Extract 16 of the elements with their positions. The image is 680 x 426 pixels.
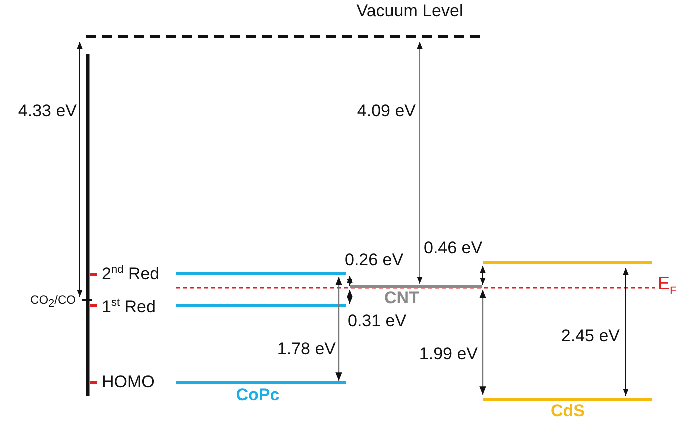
material-label: CdS: [551, 402, 585, 422]
energy-value: 0.46 eV: [424, 240, 483, 258]
energy-value: 0.26 eV: [345, 252, 404, 270]
energy-value: 1.99 eV: [419, 346, 478, 364]
material-label: CNT: [384, 290, 420, 308]
level-label: HOMO: [102, 374, 155, 392]
energy-value: 4.33 eV: [18, 102, 77, 122]
energy-value: 4.09 eV: [357, 102, 416, 122]
energy-value: 1.78 eV: [277, 340, 336, 360]
energy-value: 2.45 eV: [561, 328, 620, 346]
level-label: 2$^{nd}$ Red: [102, 264, 160, 284]
fermi-level-label: E$_{F}$: [658, 274, 677, 298]
level-label: 1$^{st}$ Red: [102, 296, 156, 318]
axis-title: Vacuum Level: [356, 2, 464, 22]
material-label: CoPc: [236, 386, 280, 406]
energy-value: 0.31 eV: [348, 312, 407, 332]
